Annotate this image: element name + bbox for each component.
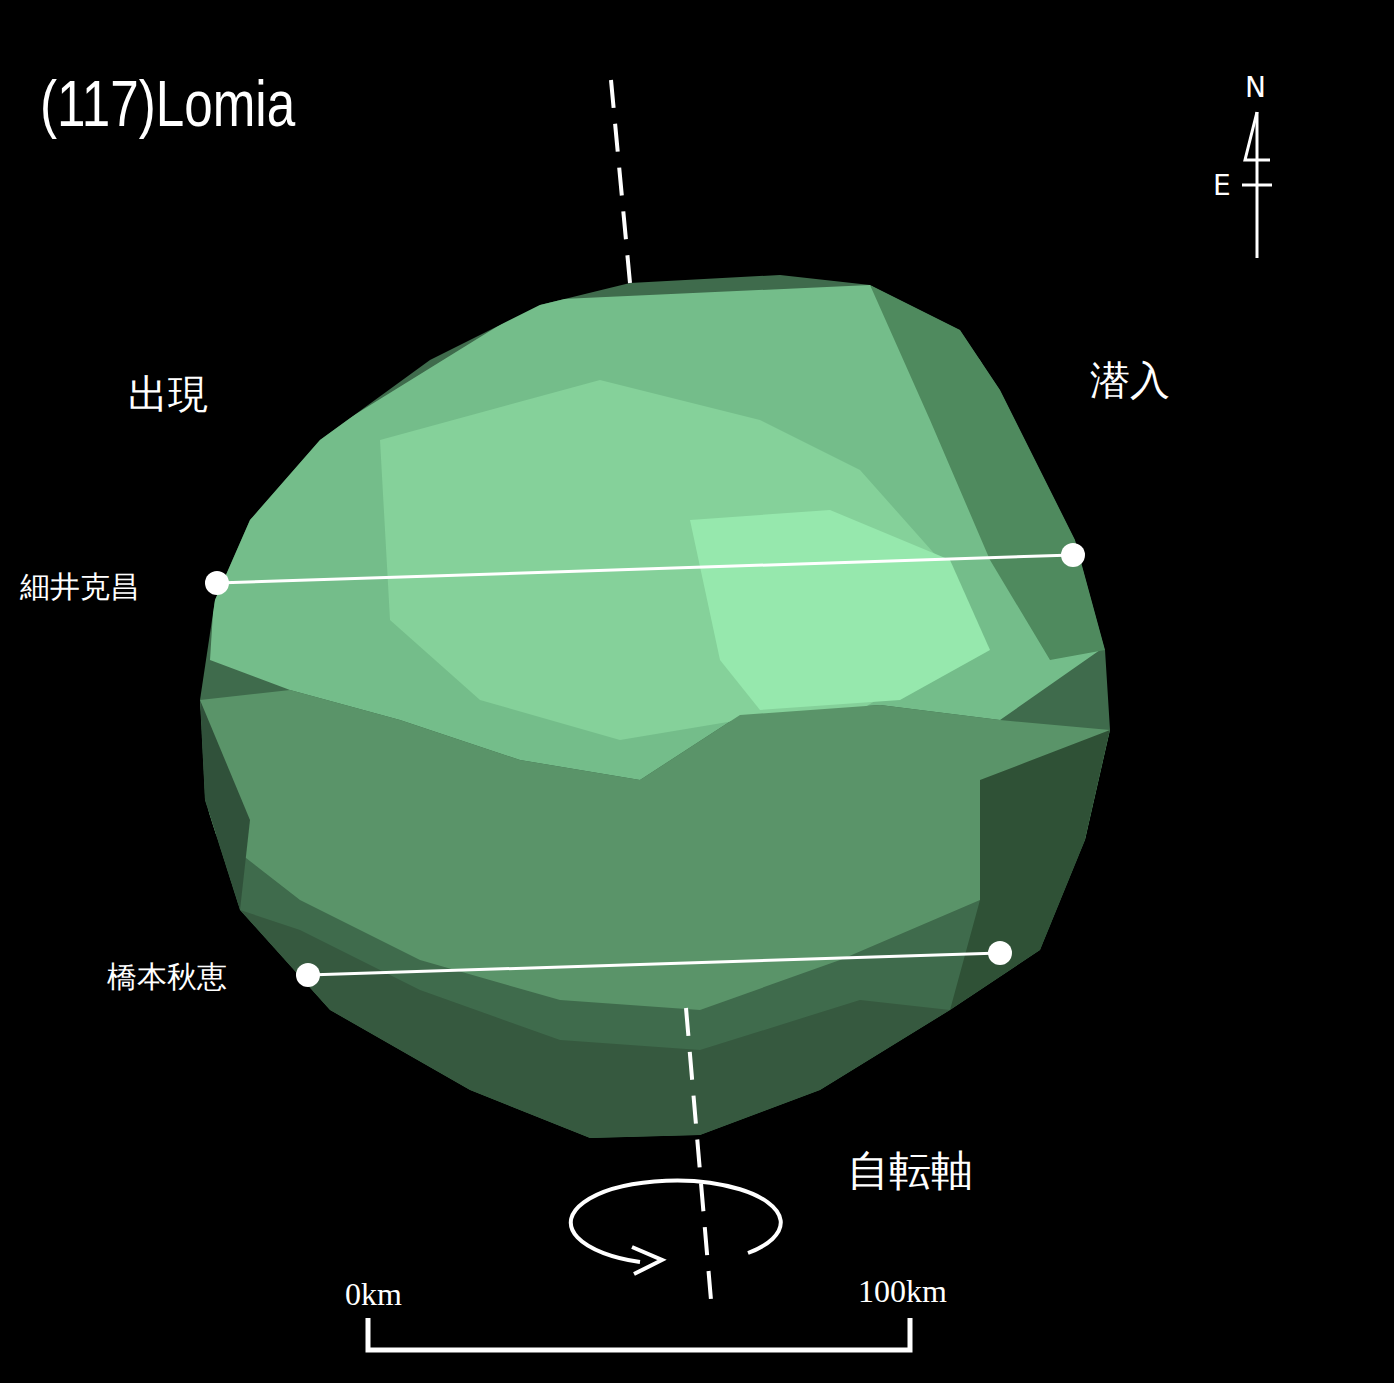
chord-line: [217, 555, 1073, 583]
chord-point: [296, 963, 320, 987]
scale-label: 100km: [858, 1275, 947, 1307]
asteroid-shape: [150, 250, 1150, 1170]
rotation-axis: [686, 1008, 711, 1300]
chord-point: [205, 571, 229, 595]
compass-arrow: [1245, 112, 1270, 160]
chord-line: [308, 953, 1000, 975]
axis-label: 自転軸: [847, 1150, 973, 1192]
compass-label: E: [1213, 172, 1231, 200]
rotation-axis: [611, 80, 630, 283]
scale-label: 0km: [345, 1278, 402, 1310]
chord-point: [988, 941, 1012, 965]
rotation-arrow: [571, 1181, 781, 1262]
title: (117)Lomia: [40, 72, 295, 136]
scale-bar: [368, 1318, 910, 1350]
rotation-arrowhead: [632, 1247, 662, 1274]
region-label: 出現: [128, 374, 208, 414]
chord-point: [1061, 543, 1085, 567]
observer-name: 細井克昌: [20, 572, 140, 602]
observer-name: 橋本秋恵: [107, 962, 227, 992]
compass-label: N: [1245, 74, 1266, 102]
compass: [1242, 184, 1272, 187]
region-label: 潜入: [1090, 360, 1170, 400]
